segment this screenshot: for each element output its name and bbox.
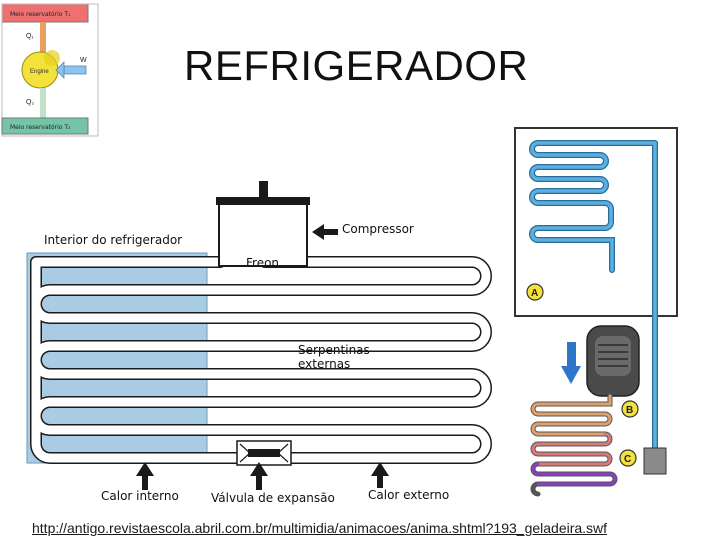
valve-core	[248, 449, 280, 457]
cold-reservoir-box	[1, 117, 89, 135]
footer-link[interactable]: http://antigo.revistaescola.abril.com.br…	[32, 520, 608, 536]
hot-reservoir-text: Meio reservatório T₁	[10, 11, 71, 18]
w-label: W	[80, 57, 87, 64]
marker-b: B	[621, 400, 639, 418]
fridge-frame	[514, 127, 678, 317]
cold-reservoir-text: Meio reservatório T₂	[10, 124, 71, 131]
calor-interno-arrow	[136, 462, 154, 490]
fridge-valve-box	[643, 447, 667, 475]
lower-pipe	[40, 88, 46, 118]
coil-tube	[30, 234, 492, 464]
fridge-illustration: A B C	[514, 127, 678, 497]
engine-label: Engine	[30, 69, 49, 75]
compressor-label: Compressor	[342, 222, 414, 236]
serpentinas-label-line1: Serpentinas	[298, 343, 370, 357]
valve-cross	[239, 443, 289, 463]
calor-externo-label: Calor externo	[368, 488, 450, 502]
q1-label: Q₁	[26, 33, 34, 40]
marker-a: A	[526, 283, 544, 301]
interior-label: Interior do refrigerador	[44, 233, 183, 247]
reservoir-frame	[1, 3, 99, 137]
calor-interno-label: Calor interno	[101, 489, 179, 503]
valvula-label: Válvula de expansão	[211, 491, 335, 505]
serpentinas-label-line2: externas	[298, 357, 351, 371]
svg-text:B: B	[626, 405, 633, 416]
upper-pipe	[40, 22, 46, 52]
valvula-arrow	[250, 462, 268, 490]
svg-text:A: A	[531, 288, 538, 299]
compressor-arrow	[312, 224, 338, 240]
flow-arrow-head	[561, 366, 581, 384]
heat-engine-thumbnail: Meio reservatório T₁ Q₁ Engine W Q₂ Meio…	[1, 3, 99, 137]
compressor-cap	[216, 197, 310, 205]
calor-externo-arrow	[371, 462, 389, 488]
freon-label: Freon	[246, 256, 280, 270]
compressor-piston	[259, 181, 268, 199]
engine-shadow	[44, 50, 60, 66]
page-title: REFRIGERADOR	[184, 42, 529, 89]
q2-label: Q₂	[26, 99, 34, 106]
work-arrow-head	[55, 61, 65, 79]
svg-text:C: C	[624, 454, 631, 465]
marker-c: C	[619, 449, 637, 467]
flow-arrow-body	[567, 342, 576, 368]
